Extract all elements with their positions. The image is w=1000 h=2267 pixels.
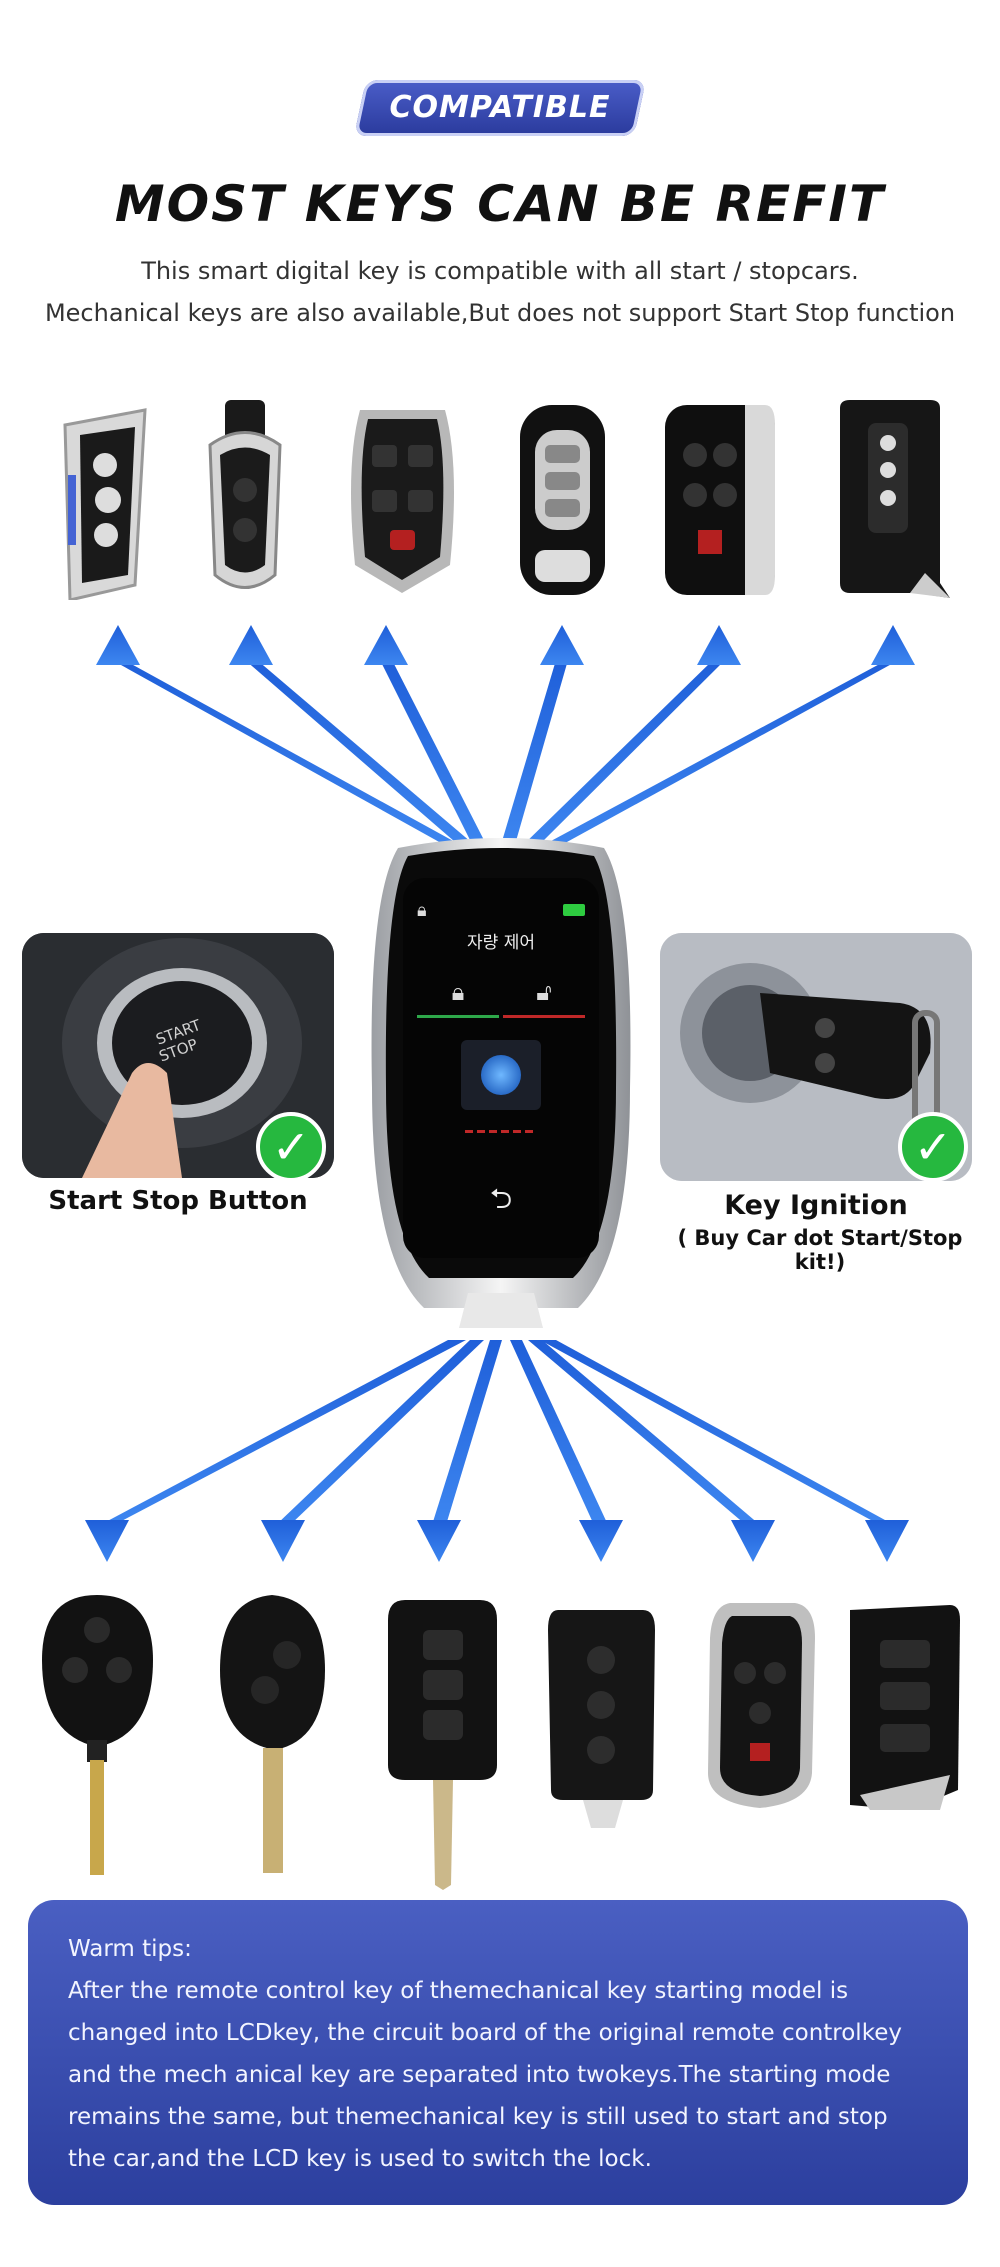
key-peugeot-flip-style-icon bbox=[708, 1603, 815, 1808]
lock-status-icon: 🔒︎ bbox=[417, 900, 427, 920]
key-audi-style-icon bbox=[520, 405, 605, 595]
downward-arrows bbox=[85, 1340, 909, 1562]
description-line-2: Mechanical keys are also available,But d… bbox=[44, 299, 956, 327]
tips-body: After the remote control key of themecha… bbox=[68, 1978, 902, 2172]
key-cadillac-style-icon bbox=[351, 410, 454, 593]
start-stop-button-icon: START STOP bbox=[22, 933, 334, 1178]
compatible-badge: COMPATIBLE bbox=[389, 90, 611, 125]
key-renault-style-icon bbox=[220, 1595, 325, 1873]
page-title: MOST KEYS CAN BE REFIT bbox=[114, 175, 886, 233]
unlock-button[interactable]: 🔓︎ bbox=[503, 968, 585, 1018]
start-stop-photo: START STOP bbox=[22, 933, 334, 1178]
check-icon: ✓ bbox=[898, 1112, 968, 1182]
key-bmw-style-icon bbox=[63, 408, 147, 600]
page-indicator bbox=[465, 1130, 537, 1133]
check-icon: ✓ bbox=[256, 1112, 326, 1182]
lcd-smart-key: 🔒︎ 자량 제어 🔒︎ 🔓︎ ⮌ bbox=[368, 838, 634, 1334]
key-vw-flip-style-icon bbox=[548, 1610, 655, 1828]
warm-tips-panel: Warm tips: After the remote control key … bbox=[28, 1900, 968, 2205]
battery-icon bbox=[563, 904, 585, 916]
key-nissan-style-icon bbox=[388, 1600, 497, 1890]
back-icon[interactable]: ⮌ bbox=[489, 1182, 513, 1215]
key-ford-style-icon bbox=[42, 1595, 153, 1875]
key-landrover-style-icon bbox=[665, 405, 775, 595]
key-mercedes-style-icon bbox=[208, 400, 282, 589]
screen-title: 자량 제어 bbox=[467, 933, 535, 953]
lock-button[interactable]: 🔒︎ bbox=[417, 968, 499, 1018]
upward-arrows bbox=[96, 625, 915, 848]
key-ignition-caption: Key Ignition bbox=[724, 1190, 908, 1221]
lcd-screen: 🔒︎ 자량 제어 🔒︎ 🔓︎ ⮌ bbox=[403, 878, 599, 1258]
start-stop-caption: Start Stop Button bbox=[48, 1186, 308, 1216]
tips-title: Warm tips: bbox=[68, 1936, 192, 1962]
description-line-1: This smart digital key is compatible wit… bbox=[141, 257, 859, 285]
key-ignition-subcaption: ( Buy Car dot Start/Stop kit!) bbox=[677, 1226, 963, 1274]
brand-logo-icon bbox=[461, 1040, 541, 1110]
key-lexus-style-icon bbox=[840, 400, 950, 598]
key-skoda-flip-style-icon bbox=[850, 1605, 960, 1810]
